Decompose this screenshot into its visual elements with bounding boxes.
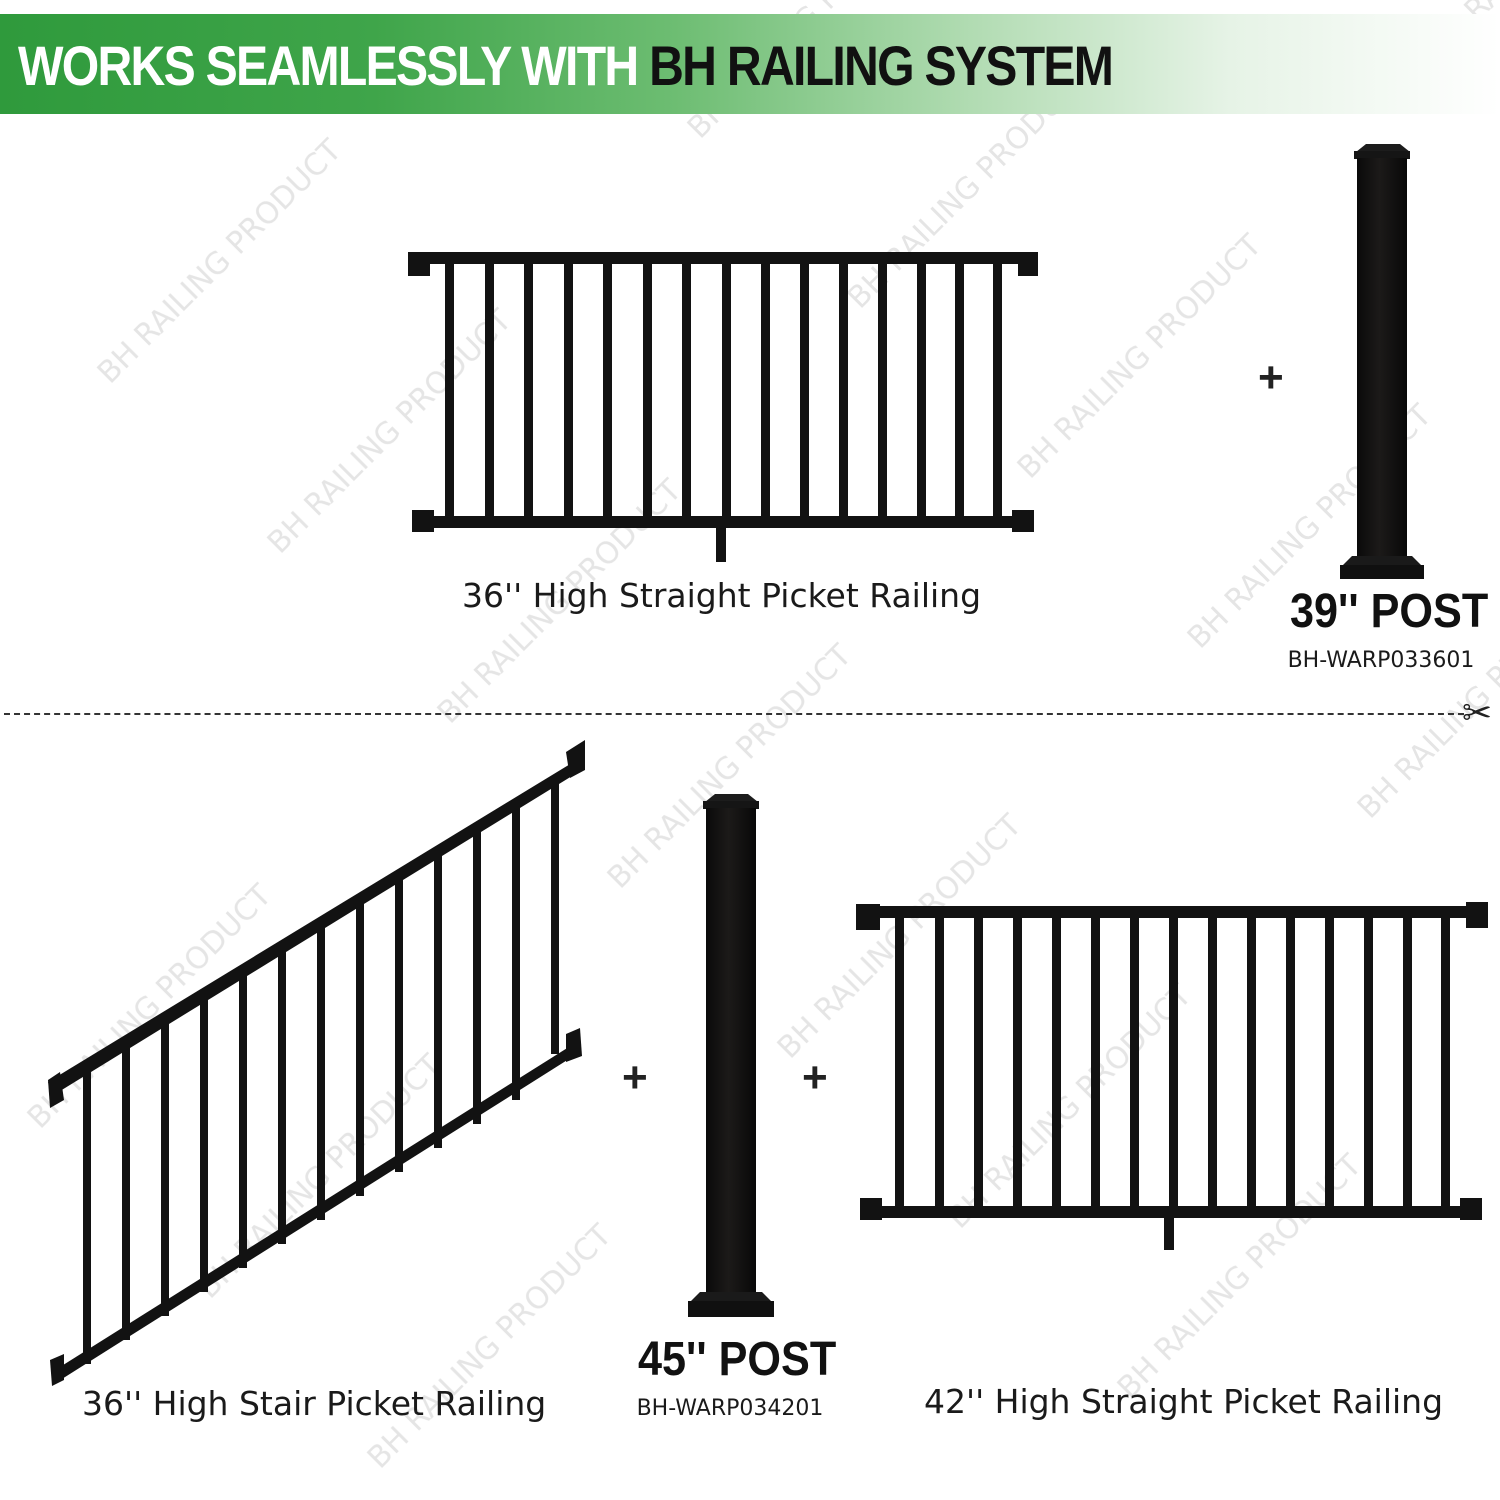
banner-title-white: WORKS SEAMLESSLY WITH bbox=[18, 34, 650, 97]
banner-title: WORKS SEAMLESSLY WITH BH RAILING SYSTEM bbox=[18, 34, 1114, 97]
straight-railing-36-caption: 36'' High Straight Picket Railing bbox=[462, 576, 982, 615]
plus-icon: + bbox=[802, 1053, 828, 1102]
post-45-code: BH-WARP034201 bbox=[636, 1396, 824, 1421]
post-39-image bbox=[1340, 144, 1424, 579]
plus-icon: + bbox=[1258, 353, 1284, 402]
stair-railing-36-caption: 36'' High Stair Picket Railing bbox=[82, 1384, 547, 1423]
straight-railing-42-image bbox=[856, 902, 1488, 1250]
plus-icon: + bbox=[622, 1053, 648, 1102]
post-45-title: 45'' POST bbox=[638, 1333, 837, 1386]
straight-railing-42-caption: 42'' High Straight Picket Railing bbox=[924, 1382, 1444, 1421]
straight-railing-36-image bbox=[408, 252, 1038, 562]
scissors-icon: ✂ bbox=[1462, 693, 1493, 734]
banner-title-black: BH RAILING SYSTEM bbox=[649, 34, 1114, 97]
cut-divider bbox=[4, 713, 1464, 715]
stair-railing-36-image bbox=[48, 740, 585, 1386]
post-39-code: BH-WARP033601 bbox=[1287, 648, 1475, 673]
post-45-image bbox=[688, 794, 774, 1317]
post-39-title: 39'' POST bbox=[1290, 585, 1489, 638]
header-banner: WORKS SEAMLESSLY WITH BH RAILING SYSTEM bbox=[0, 14, 1500, 114]
